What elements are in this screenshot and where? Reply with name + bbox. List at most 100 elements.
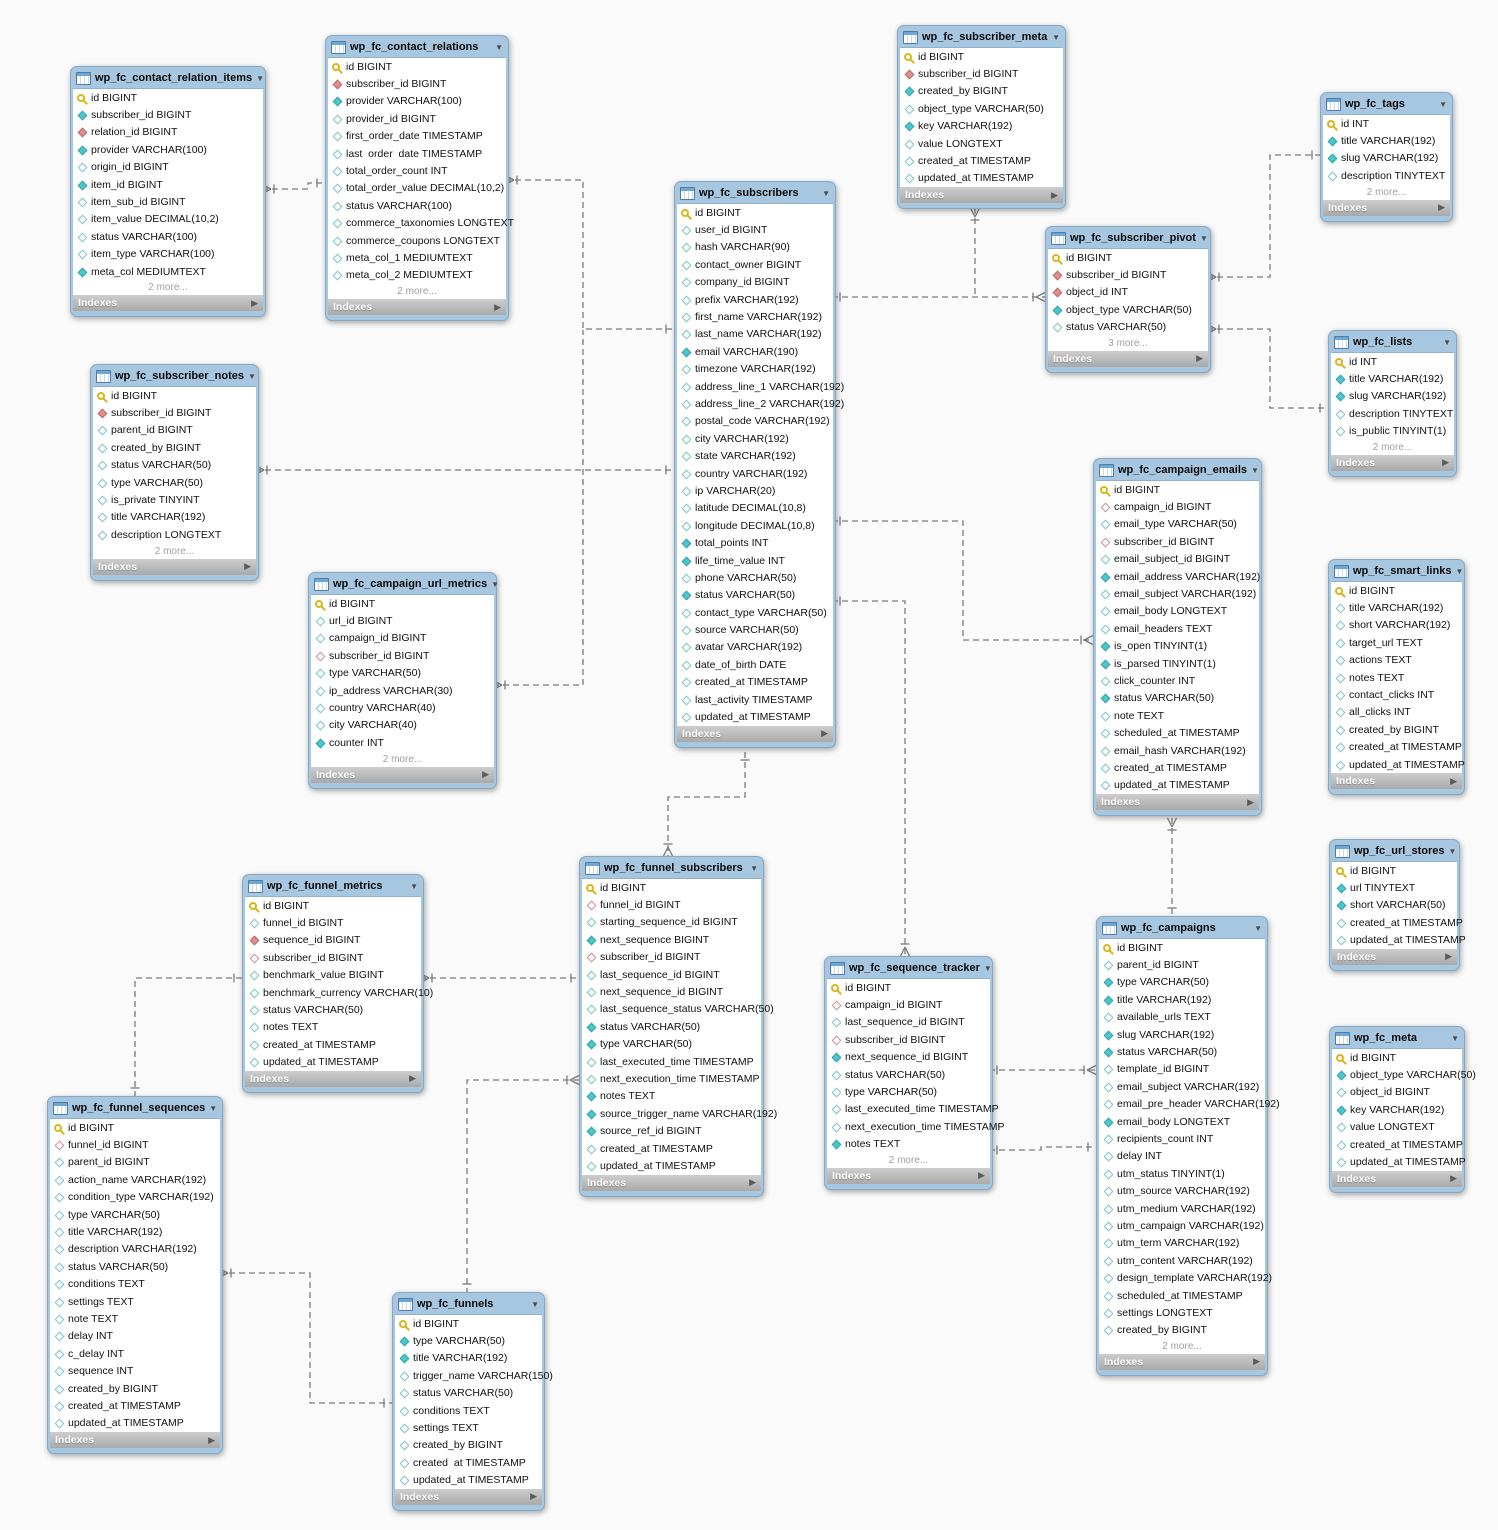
- indexes-bar[interactable]: Indexes▶: [1096, 794, 1259, 811]
- table-header[interactable]: wp_fc_funnel_metrics▼: [245, 876, 421, 896]
- chevron-down-icon[interactable]: ▼: [1451, 1033, 1459, 1043]
- indexes-bar[interactable]: Indexes▶: [900, 187, 1063, 204]
- table-header[interactable]: wp_fc_contact_relation_items▼: [73, 68, 265, 88]
- indexes-bar[interactable]: Indexes▶: [1331, 454, 1454, 471]
- table-header[interactable]: wp_fc_campaign_url_metrics▼: [311, 574, 499, 594]
- expand-arrow-icon[interactable]: ▶: [978, 1170, 985, 1181]
- relationship-wp_fc_campaign_url_metrics--wp_fc_subscribers[interactable]: [493, 330, 584, 686]
- indexes-bar[interactable]: Indexes▶: [1099, 1353, 1265, 1370]
- table-header[interactable]: wp_fc_subscriber_meta▼: [900, 27, 1063, 47]
- relationship-wp_fc_contact_relation_items--wp_fc_contact_relations[interactable]: [262, 182, 325, 190]
- chevron-down-icon[interactable]: ▼: [1448, 846, 1457, 856]
- chevron-down-icon[interactable]: ▼: [1199, 233, 1208, 243]
- expand-arrow-icon[interactable]: ▶: [244, 561, 251, 572]
- expand-arrow-icon[interactable]: ▶: [1438, 202, 1445, 213]
- table-header[interactable]: wp_fc_funnel_sequences▼: [50, 1098, 220, 1118]
- chevron-down-icon[interactable]: ▼: [983, 963, 992, 973]
- more-columns[interactable]: 2 more...: [397, 286, 437, 298]
- relationship-wp_fc_subscribers--wp_fc_funnel_subscribers[interactable]: [667, 752, 746, 856]
- indexes-bar[interactable]: Indexes▶: [827, 1167, 990, 1184]
- chevron-down-icon[interactable]: ▼: [1052, 32, 1060, 42]
- more-columns[interactable]: 2 more...: [888, 1154, 929, 1166]
- chevron-down-icon[interactable]: ▼: [495, 42, 503, 52]
- chevron-down-icon[interactable]: ▼: [491, 579, 499, 589]
- relationship-wp_fc_subscriber_pivot--wp_fc_tags[interactable]: [1207, 154, 1320, 278]
- relationship-wp_fc_subscriber_pivot--wp_fc_lists[interactable]: [1207, 328, 1328, 409]
- expand-arrow-icon[interactable]: ▶: [494, 301, 501, 312]
- indexes-bar[interactable]: Indexes▶: [1331, 773, 1462, 790]
- table-header[interactable]: wp_fc_campaign_emails▼: [1096, 460, 1259, 480]
- table-header[interactable]: wp_fc_funnel_subscribers▼: [582, 858, 761, 878]
- chevron-down-icon[interactable]: ▼: [1455, 566, 1464, 576]
- expand-arrow-icon[interactable]: ▶: [530, 1491, 537, 1502]
- expand-arrow-icon[interactable]: ▶: [1253, 1356, 1260, 1367]
- table-header[interactable]: wp_fc_meta▼: [1332, 1028, 1462, 1048]
- expand-arrow-icon[interactable]: ▶: [1051, 189, 1058, 200]
- expand-arrow-icon[interactable]: ▶: [1450, 775, 1457, 786]
- chevron-down-icon[interactable]: ▼: [1443, 337, 1451, 347]
- more-columns[interactable]: 2 more...: [1162, 1340, 1202, 1352]
- table-header[interactable]: wp_fc_url_stores▼: [1332, 841, 1457, 861]
- relationship-wp_fc_funnel_sequences--wp_fc_funnels[interactable]: [219, 1272, 392, 1404]
- more-columns[interactable]: 2 more...: [148, 282, 188, 294]
- expand-arrow-icon[interactable]: ▶: [1247, 796, 1254, 807]
- indexes-bar[interactable]: Indexes▶: [245, 1070, 421, 1087]
- more-columns[interactable]: 2 more...: [1372, 441, 1413, 453]
- chevron-down-icon[interactable]: ▼: [410, 881, 418, 891]
- table-header[interactable]: wp_fc_subscriber_pivot▼: [1048, 228, 1208, 248]
- expand-arrow-icon[interactable]: ▶: [1450, 1173, 1457, 1184]
- expand-arrow-icon[interactable]: ▶: [1445, 951, 1452, 962]
- table-header[interactable]: wp_fc_smart_links▼: [1331, 561, 1464, 581]
- relationship-wp_fc_contact_relations--wp_fc_subscribers[interactable]: [505, 179, 674, 330]
- expand-arrow-icon[interactable]: ▶: [1196, 353, 1203, 364]
- more-columns[interactable]: 2 more...: [1366, 186, 1407, 198]
- indexes-bar[interactable]: Indexes▶: [1332, 1170, 1462, 1187]
- table-header[interactable]: wp_fc_tags▼: [1323, 94, 1450, 114]
- chevron-down-icon[interactable]: ▼: [750, 863, 758, 873]
- relationship-wp_fc_funnel_subscribers--wp_fc_funnels[interactable]: [466, 1079, 579, 1292]
- more-columns[interactable]: 2 more...: [154, 545, 195, 557]
- chevron-down-icon[interactable]: ▼: [256, 73, 265, 83]
- table-header[interactable]: wp_fc_funnels▼: [395, 1294, 542, 1314]
- relationship-wp_fc_sequence_tracker--wp_fc_campaigns[interactable]: [989, 1146, 1096, 1151]
- expand-arrow-icon[interactable]: ▶: [208, 1434, 215, 1445]
- table-header[interactable]: wp_fc_sequence_tracker▼: [827, 958, 992, 978]
- table-header[interactable]: wp_fc_contact_relations▼: [328, 37, 506, 57]
- expand-arrow-icon[interactable]: ▶: [251, 297, 258, 308]
- indexes-bar[interactable]: Indexes▶: [677, 725, 833, 742]
- chevron-down-icon[interactable]: ▼: [822, 188, 830, 198]
- expand-arrow-icon[interactable]: ▶: [409, 1073, 416, 1084]
- indexes-bar[interactable]: Indexes▶: [311, 766, 494, 783]
- chevron-down-icon[interactable]: ▼: [1439, 99, 1447, 109]
- chevron-down-icon[interactable]: ▼: [1251, 465, 1259, 475]
- chevron-down-icon[interactable]: ▼: [248, 371, 256, 381]
- expand-arrow-icon[interactable]: ▶: [749, 1177, 756, 1188]
- indexes-bar[interactable]: Indexes▶: [582, 1174, 761, 1191]
- chevron-down-icon[interactable]: ▼: [209, 1103, 218, 1113]
- indexes-bar[interactable]: Indexes▶: [73, 295, 263, 312]
- more-columns[interactable]: 3 more...: [1108, 337, 1148, 349]
- chevron-down-icon[interactable]: ▼: [531, 1299, 539, 1309]
- indexes-bar[interactable]: Indexes▶: [1048, 350, 1208, 367]
- relationship-wp_fc_subscribers--wp_fc_campaign_emails[interactable]: [832, 520, 1093, 641]
- table-header[interactable]: wp_fc_subscribers▼: [677, 183, 833, 203]
- chevron-down-icon[interactable]: ▼: [1254, 923, 1262, 933]
- indexes-bar[interactable]: Indexes▶: [50, 1432, 220, 1449]
- expand-arrow-icon[interactable]: ▶: [821, 728, 828, 739]
- expand-arrow-icon[interactable]: ▶: [1442, 457, 1449, 468]
